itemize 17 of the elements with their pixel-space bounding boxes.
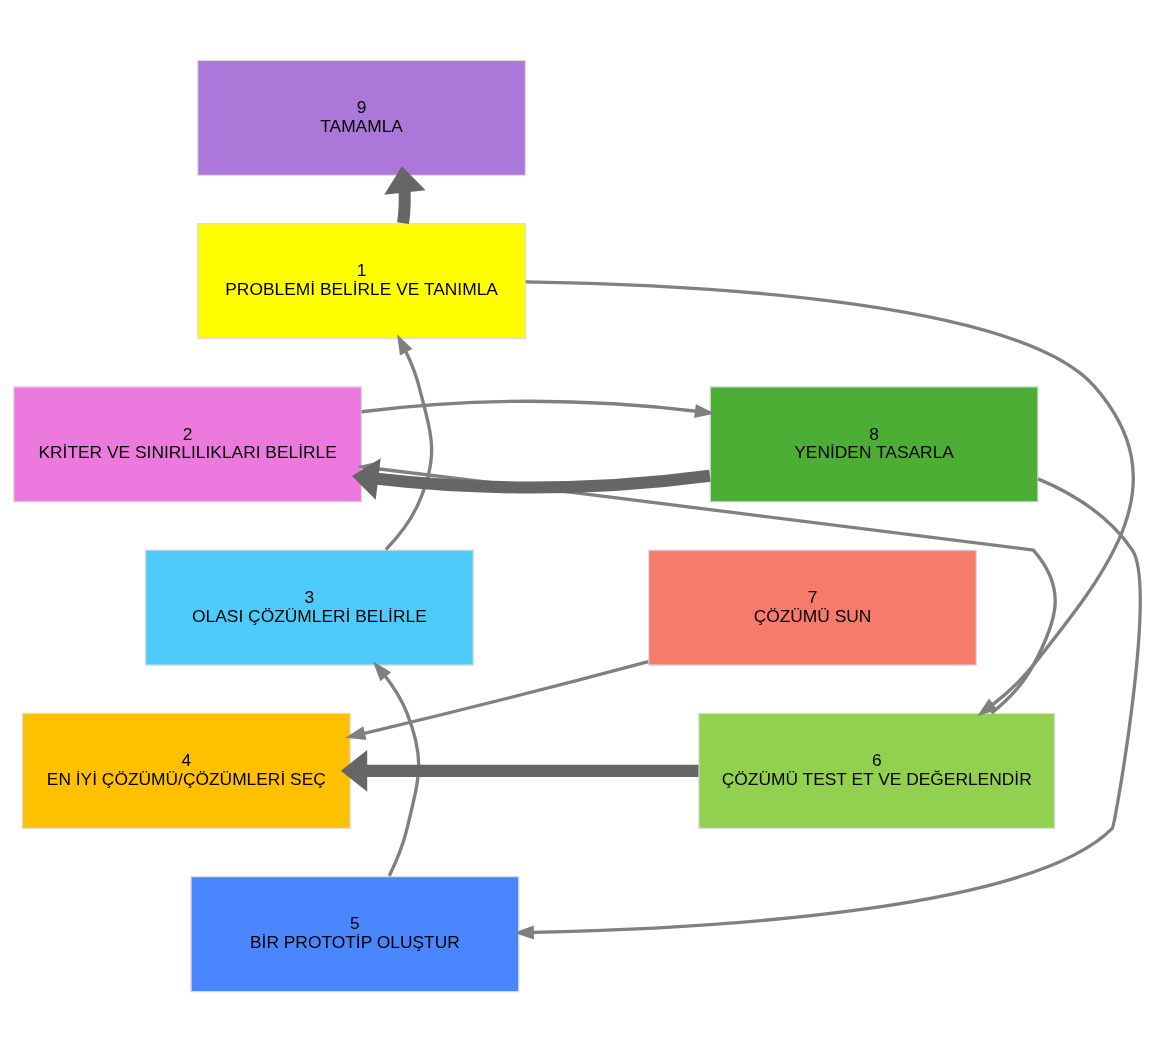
node-box: 9 TAMAMLA: [197, 59, 527, 177]
node-box: 8 YENİDEN TASARLA: [709, 386, 1039, 503]
arrow: [372, 661, 421, 877]
node-box: 2 KRİTER VE SINIRLILIKLARI BELİRLE: [13, 386, 363, 503]
node-box: 6 ÇÖZÜMÜ TEST ET VE DEĞERLENDİR: [698, 712, 1056, 830]
node-box: 1 PROBLEMİ BELİRLE VE TANIMLA: [197, 222, 527, 340]
arrow: [361, 399, 715, 419]
arrow: [513, 477, 1142, 940]
arrow: [384, 334, 434, 551]
arrow: [384, 166, 426, 224]
node-box: 4 EN İYİ ÇÖZÜMÜ/ÇÖZÜMLERİ SEÇ: [21, 712, 351, 830]
node-box: 3 OLASI ÇÖZÜMLERİ BELİRLE: [144, 549, 474, 666]
node-box: 5 BİR PROTOTİP OLUŞTUR: [190, 875, 520, 993]
node-box: 7 ÇÖZÜMÜ SUN: [647, 549, 978, 666]
arrow: [340, 750, 699, 792]
arrow: [345, 659, 649, 741]
arrow: [525, 280, 1135, 717]
